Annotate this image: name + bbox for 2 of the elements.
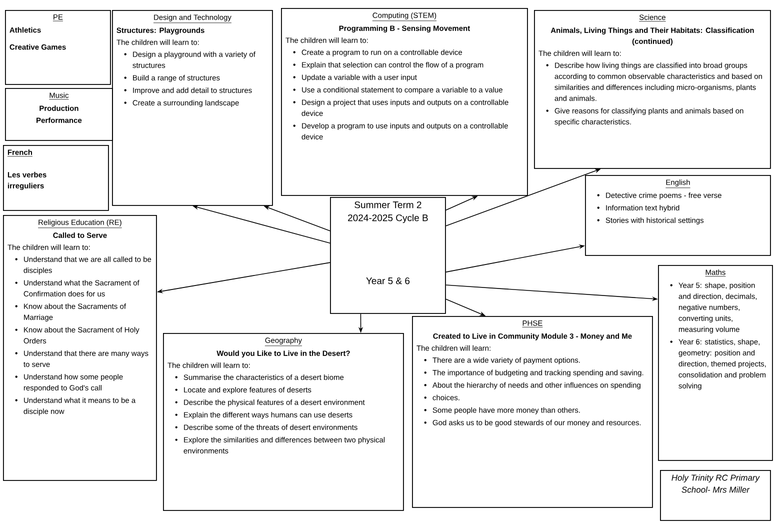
title-box: Summer Term 2 2024-2025 Cycle B Year 5 & 6 <box>330 197 446 314</box>
credit-box: Holy Trinity RC Primary School- Mrs Miller <box>660 470 771 521</box>
